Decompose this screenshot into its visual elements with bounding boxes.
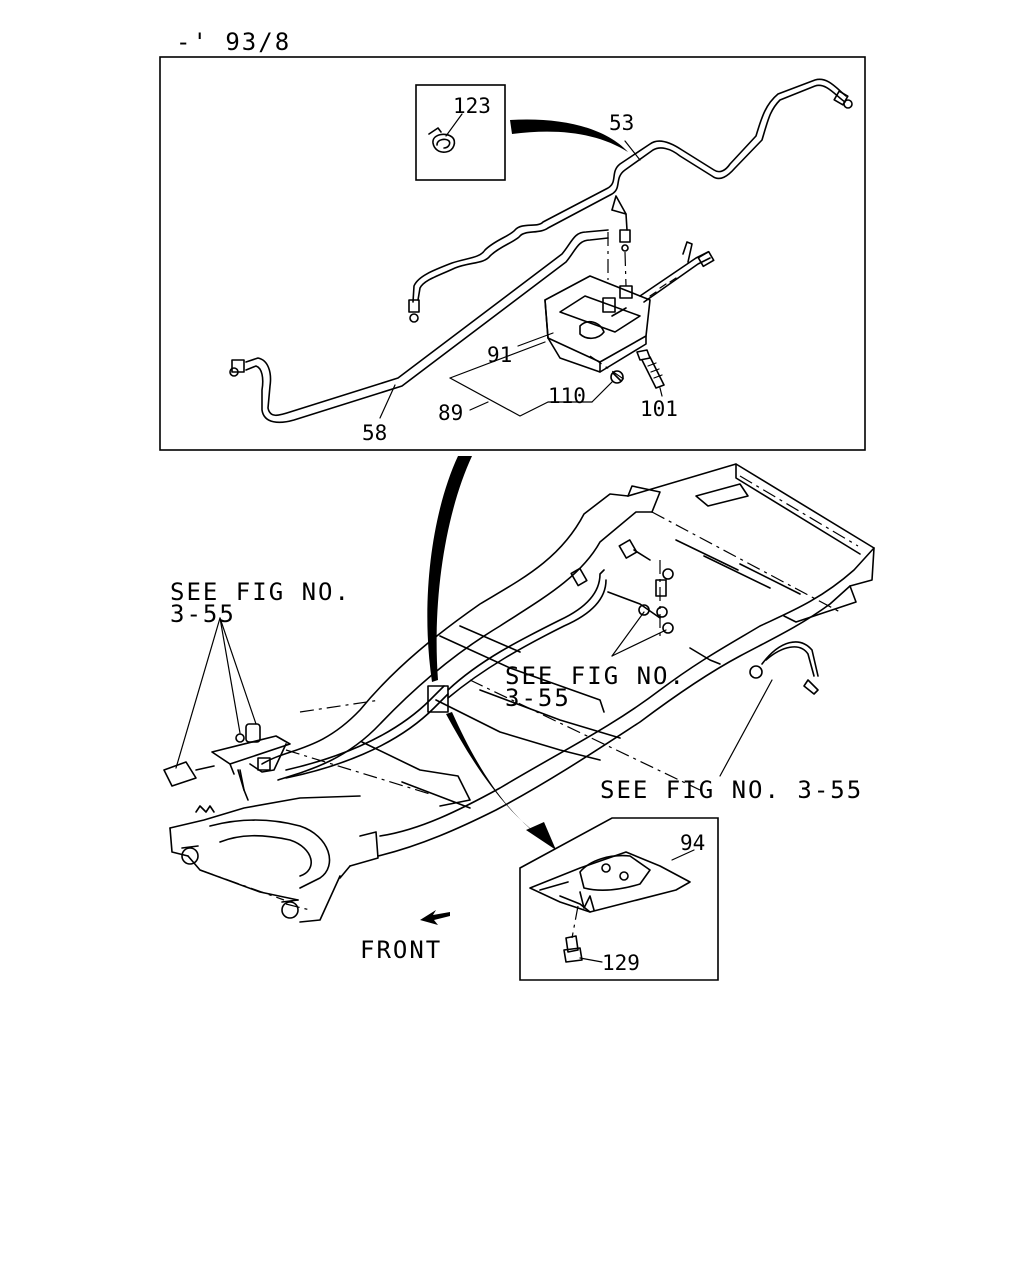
rear-hardware-group (607, 539, 819, 695)
leader-91-b (449, 341, 546, 379)
ref-left-line2: 3-55 (170, 600, 236, 628)
ref-right: SEE FIG NO. 3-55 (600, 776, 863, 804)
guide-dash-2 (589, 355, 626, 381)
callout-89: 89 (438, 401, 463, 425)
leader-53 (624, 140, 641, 161)
junction-block-assembly (544, 229, 651, 373)
upper-detail-frame (159, 56, 866, 451)
ref-left-line1: SEE FIG NO. (170, 578, 351, 606)
callout-91: 91 (487, 343, 512, 367)
front-left-hardware (163, 723, 291, 791)
brake-cable (639, 241, 715, 303)
ref-center-line2: 3-55 (505, 684, 571, 712)
pipe-58-end-fitting (229, 359, 245, 377)
callout-123: 123 (453, 94, 491, 118)
bolt-101-icon (636, 349, 665, 389)
leader-101 (659, 387, 663, 397)
ref-center-line1: SEE FIG NO. (505, 662, 686, 690)
pipe-end-fitting-left (408, 299, 420, 323)
callout-101: 101 (640, 397, 678, 421)
nut-110-icon (610, 370, 624, 384)
pipe-end-fitting-right (833, 90, 853, 109)
detail-arrow-middle (427, 456, 472, 682)
detail-arrow-lower (446, 712, 556, 848)
leader-123 (445, 113, 463, 137)
detail-arrow-lower-head (526, 822, 556, 850)
lower-detail-panel: 94 129 (519, 817, 719, 981)
center-reference-leaders (611, 611, 667, 657)
clip-123-icon (428, 127, 456, 153)
callout-129: 129 (602, 951, 640, 975)
front-label: FRONT (360, 936, 442, 964)
bracket-94-icon (529, 851, 691, 913)
date-code-label: -' 93/8 (176, 28, 291, 56)
left-reference-leaders (175, 617, 257, 769)
leader-89 (469, 401, 489, 411)
callout-94: 94 (680, 831, 705, 855)
chassis-brake-pipe (285, 567, 607, 779)
right-reference-leader (719, 679, 773, 777)
bolt-129-guide (571, 905, 579, 939)
callout-58: 58 (362, 421, 387, 445)
front-arrow-icon (420, 910, 450, 925)
leader-94 (671, 849, 695, 861)
brake-pipe-58 (245, 229, 609, 424)
chassis-junction-block (427, 685, 449, 713)
upper-detail-panel: 123 53 58 (159, 56, 866, 451)
leader-110 (591, 381, 613, 403)
lower-detail-frame (519, 817, 719, 981)
brake-pipe-53 (412, 78, 847, 303)
callout-110: 110 (548, 384, 586, 408)
detail-arrow-upper (510, 119, 628, 152)
leader-110-89 (449, 377, 593, 417)
leader-58 (379, 384, 396, 419)
chassis-frame (169, 463, 875, 923)
bolt-129-icon (563, 935, 583, 963)
leader-129 (579, 957, 603, 963)
callout-53: 53 (609, 111, 634, 135)
leader-91 (517, 332, 554, 347)
